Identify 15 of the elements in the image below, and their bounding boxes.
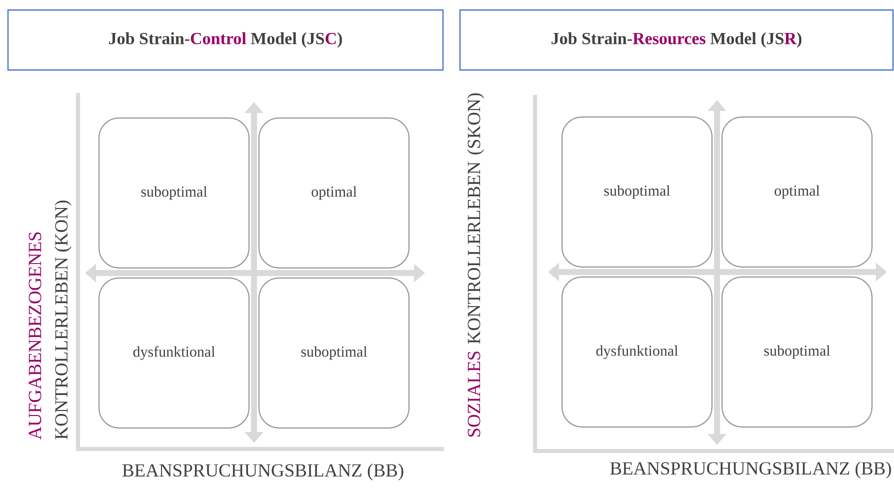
axis-label: AUFGABENBEZOGENES bbox=[28, 232, 42, 440]
quadrant-box: suboptimal bbox=[98, 118, 250, 268]
quadrant-box: optimal bbox=[258, 118, 410, 268]
title-box: Job Strain-Control Model (JSC) bbox=[7, 9, 444, 71]
quadrant-box: dysfunktional bbox=[98, 278, 250, 428]
quadrant-box: suboptimal bbox=[562, 116, 712, 268]
axis-label: BEANSPRUCHUNGSBILANZ (BB) bbox=[122, 464, 404, 480]
quadrant-box: suboptimal bbox=[258, 278, 410, 428]
axis-label: KONTROLLERLEBEN (KON) bbox=[54, 200, 72, 440]
quadrant-box: suboptimal bbox=[722, 276, 872, 428]
quadrant-box: optimal bbox=[722, 116, 872, 268]
axis-label: SOZIALES KONTROLLERLEBEN (SKON) bbox=[467, 93, 484, 437]
axis-label: BEANSPRUCHUNGSBILANZ (BB) bbox=[610, 462, 891, 478]
quadrant-box: dysfunktional bbox=[562, 276, 712, 428]
title-box: Job Strain-Resources Model (JSR) bbox=[459, 9, 894, 71]
